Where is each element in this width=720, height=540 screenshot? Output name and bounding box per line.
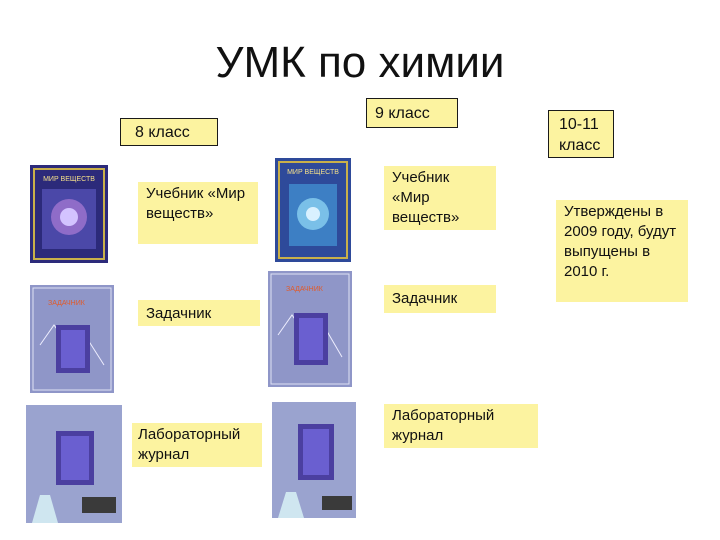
grade-8-header: 8 класс	[120, 118, 218, 146]
textbook-8-cover: МИР ВЕЩЕСТВ	[30, 165, 108, 263]
textbook-8-label: Учебник «Мир веществ»	[138, 182, 258, 244]
cover-title-text: ЗАДАЧНИК	[286, 286, 324, 293]
problem-book-8-cover: ЗАДАЧНИК	[30, 285, 114, 393]
lab-journal-8-cover	[26, 405, 122, 523]
page-title: УМК по химии	[215, 38, 505, 87]
lab-journal-8-label: Лабораторный журнал	[132, 423, 262, 467]
problem-book-9-cover: ЗАДАЧНИК	[268, 271, 352, 387]
problem-book-8-label: Задачник	[138, 300, 260, 326]
grade-10-11-note: Утверждены в 2009 году, будут выпущены в…	[556, 200, 688, 302]
lab-journal-9-cover	[272, 402, 356, 518]
textbook-9-label: Учебник «Мир веществ»	[384, 166, 496, 230]
cover-title-text: МИР ВЕЩЕСТВ	[287, 169, 339, 176]
grade-9-header: 9 класс	[366, 98, 458, 128]
problem-book-9-label: Задачник	[384, 285, 496, 313]
lab-journal-9-label: Лабораторный журнал	[384, 404, 538, 448]
cover-title-text: ЗАДАЧНИК	[48, 300, 86, 307]
cover-title-text: МИР ВЕЩЕСТВ	[43, 176, 95, 183]
grade-10-11-header: 10-11 класс	[548, 110, 614, 158]
textbook-9-cover: МИР ВЕЩЕСТВ	[275, 158, 351, 262]
